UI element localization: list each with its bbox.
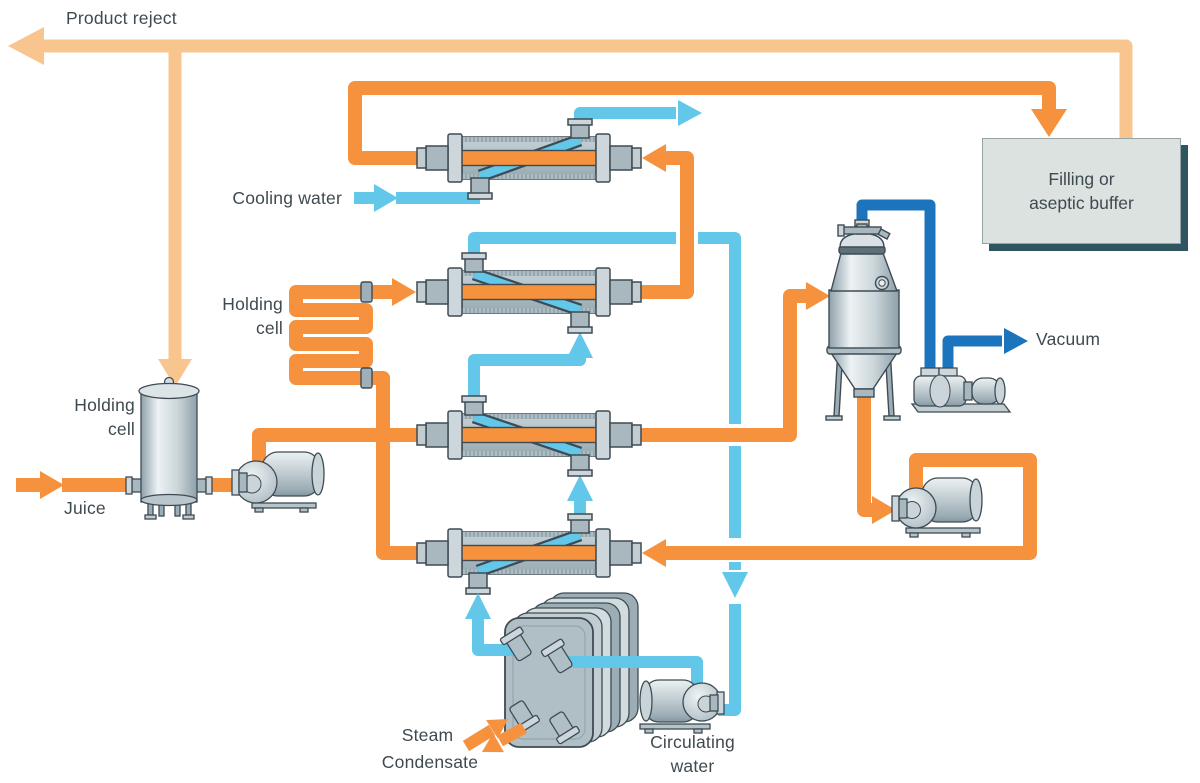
product-arrows <box>40 109 1067 567</box>
holding-cell-coil-couplings <box>360 281 373 389</box>
circ-water-return-pipe <box>468 232 676 256</box>
holding-cell-tank <box>125 376 213 520</box>
vessel-body <box>828 289 900 349</box>
reject-into-tank-arrow <box>158 359 192 387</box>
label-holding-cell-tank-line2: cell <box>107 419 135 439</box>
vacuum-arrows <box>1004 328 1028 354</box>
into-vessel-arrow <box>806 282 830 310</box>
vacuum-out-arrow <box>1004 328 1028 354</box>
feed-pump <box>231 451 325 513</box>
vacuum-pump <box>910 367 1012 413</box>
label-circulating-water-line1: Circulating <box>650 732 735 752</box>
hx2-to-hx1-pipe <box>636 151 694 299</box>
coil-coupling-top <box>360 281 373 303</box>
product-pipes <box>16 81 1056 560</box>
vacuum-pump-outlet-pipe <box>942 335 1002 368</box>
filling-box-label-line1: Filling or <box>1048 169 1115 189</box>
into-filling-arrow <box>1031 109 1067 137</box>
vessel-to-vacuum-pump-pipe <box>856 199 936 368</box>
coil-into-hx2-arrow <box>392 278 416 306</box>
reject-left-arrow <box>8 27 44 65</box>
label-juice: Juice <box>64 498 106 518</box>
label-holding-cell-coil-line2: cell <box>255 318 283 338</box>
product-reject-pipes <box>40 39 1133 360</box>
circ-water-into-hx2-arrow <box>567 332 593 358</box>
water-into-hx4-arrow <box>465 593 491 619</box>
label-circulating-water: Circulating water <box>630 730 755 778</box>
label-holding-cell-coil: Holding cell <box>200 292 283 340</box>
label-holding-cell-tank: Holding cell <box>52 393 135 441</box>
heat-exchanger-preheater <box>416 395 642 477</box>
juice-arrow <box>40 471 64 499</box>
into-pump2-arrow <box>872 496 896 524</box>
hx4-to-coil-to-hx2-pipe <box>289 285 420 560</box>
coil-coupling-bottom <box>360 367 373 389</box>
steam-arrow <box>462 719 508 752</box>
reject-arrows <box>8 27 192 387</box>
into-hx1-arrow <box>642 144 666 172</box>
circ-water-return-pipe2 <box>698 232 741 424</box>
condensate-arrow <box>482 722 527 753</box>
deaerator-vessel <box>825 219 902 421</box>
plate-hx-nozzles <box>499 626 580 745</box>
label-vacuum: Vacuum <box>1036 329 1101 349</box>
label-holding-cell-tank-line1: Holding <box>74 395 135 415</box>
heat-exchanger-cooler <box>416 118 642 200</box>
filling-aseptic-buffer-box: Filling or aseptic buffer <box>982 138 1181 244</box>
label-cooling-water: Cooling water <box>232 188 342 208</box>
water-arrows <box>374 100 748 598</box>
circ-water-hx3-hx2-pipe <box>468 354 586 397</box>
hx1-to-filling-pipe <box>348 81 1056 165</box>
circ-water-down-arrow <box>722 572 748 598</box>
circ-water-into-hx3-arrow <box>567 475 593 501</box>
cooling-water-out-arrow <box>678 100 702 126</box>
label-holding-cell-coil-line1: Holding <box>222 294 283 314</box>
vessel-discharge-pump <box>891 477 983 538</box>
into-hx4-arrow <box>642 539 666 567</box>
tank-lid <box>138 382 200 400</box>
label-product-reject: Product reject <box>66 8 177 28</box>
reject-main-pipe <box>40 39 1133 140</box>
circulation-pump <box>639 679 725 734</box>
pump-to-hx4-pipe <box>666 453 1037 560</box>
heat-exchanger-final-heater <box>416 513 642 595</box>
filling-box-label-line2: aseptic buffer <box>1029 193 1134 213</box>
vessel-to-pump-pipe <box>857 388 872 517</box>
label-steam: Steam <box>401 725 454 745</box>
heat-exchanger-regenerative <box>416 252 642 334</box>
vacuum-pipes <box>856 199 1002 368</box>
vessel-dome <box>839 232 885 248</box>
label-circulating-water-line2: water <box>670 756 715 776</box>
hx3-to-vessel-pipe <box>636 289 806 442</box>
cooling-water-outlet-pipe <box>574 107 676 122</box>
label-condensate: Condensate <box>381 752 479 772</box>
pump-to-plate-hx-pipe <box>560 656 703 690</box>
cooling-water-in-arrow <box>374 184 398 212</box>
plate-hx-water-arrows <box>465 593 491 619</box>
